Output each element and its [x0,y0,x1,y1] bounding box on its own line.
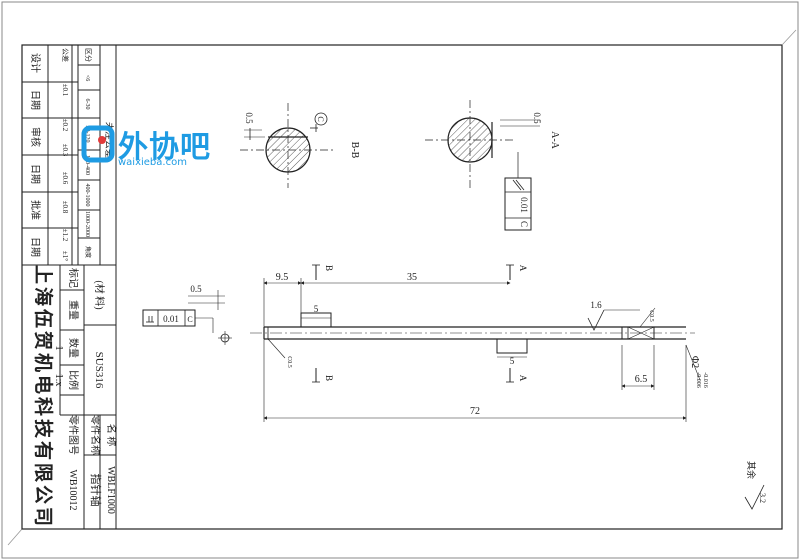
dim-dia-2: Φ2 [689,356,700,368]
dim-5-top: 5 [314,304,319,314]
company-name: 上海伍贺机电科技有限公司 [32,265,55,529]
dim-aa-0-5: 0.5 [532,112,542,124]
dim-72: 72 [470,406,480,417]
watermark-logo [80,120,208,172]
tolerance-0: ±0.1 [61,84,69,97]
chamfer-left: C0.5 [286,356,292,368]
datum-c-bb: C [316,116,325,121]
approver-date-label: 日期 [29,237,41,257]
section-bb-label: B-B [349,142,360,159]
tolerance-3: ±0.6 [61,172,69,185]
title-block [21,44,117,530]
dim-dia-2-tol-upper: -0.006 [695,372,701,388]
dim-6-5: 6.5 [635,374,648,385]
reviewer-date-label: 日期 [29,164,41,184]
scale-label: 比例 [67,370,80,390]
name-value: WBLF1000 [105,466,116,514]
tolerance-6: ±1° [61,251,69,261]
range-0: <6 [84,75,90,81]
gtol-flat-datum: C [187,315,192,324]
dim-0-5-left: 0.5 [190,284,202,294]
dim-5-bottom: 5 [510,356,515,366]
tolerance-col-header: 公差 [61,48,70,62]
cut-b-top: B [324,265,334,271]
qty-value: 1 [53,346,64,351]
material-value: SUS316 [93,352,105,389]
tolerance-row-header: 区分 [84,48,93,62]
dim-dia-2-tol-lower: -0.016 [702,372,708,388]
shaft-main-view [142,264,765,510]
range-1: 6-30 [84,99,90,110]
watermark-text: 外协吧 [118,130,211,165]
roughness-1-6: 1.6 [590,300,602,310]
drawing-no-value: WB10012 [67,469,78,510]
designer-label: 设计 [29,53,42,73]
general-roughness-value: 3.2 [758,493,767,503]
range-3: 120-400 [84,155,90,175]
designer-date-label: 日期 [29,90,41,110]
chamfer-right: C0.5 [648,310,654,322]
cut-a-bottom: A [518,375,528,382]
scale-value: 1:x [53,374,64,387]
cut-a-top: A [518,265,528,272]
section-view-bb [240,103,336,188]
part-name-value: 指针轴 [89,474,103,507]
gtol-parallel-datum: C [519,221,529,227]
range-5: 1000-2000 [84,211,90,237]
material-label: (材 料) [93,280,106,309]
name-label: 名 称 [105,424,118,447]
tolerance-2: ±0.3 [61,144,69,157]
dim-bb-0-5: 0.5 [244,112,254,124]
weight-label: 重量 [67,300,80,320]
general-roughness-note: 其余 [746,461,757,479]
dim-9-5: 9.5 [276,272,289,283]
approver-label: 批准 [29,200,42,220]
section-aa-label: A-A [549,131,560,150]
drawing-no-label: 零件图号 [67,415,79,455]
qty-label: 数量 [67,338,80,358]
reviewer-label: 审核 [29,127,42,147]
gtol-flat-value: 0.01 [163,314,179,324]
mark-label: 标记 [67,268,79,288]
tolerance-4: ±0.8 [61,201,69,214]
cut-b-bottom: B [324,375,334,381]
range-4: 400-1000 [84,184,90,207]
section-view-aa [425,100,540,231]
part-name-label: 零件名称 [89,415,102,455]
tolerance-5: ±1.2 [61,229,69,242]
range-6: 角度 [84,246,92,258]
watermark-url: waixieba.com [118,157,187,168]
range-2: 30-120 [84,126,90,143]
dim-35: 35 [407,272,417,283]
tolerance-1: ±0.2 [61,119,69,132]
watermark-glyph-icon [81,125,115,163]
gtol-parallel-value: 0.01 [519,197,529,213]
